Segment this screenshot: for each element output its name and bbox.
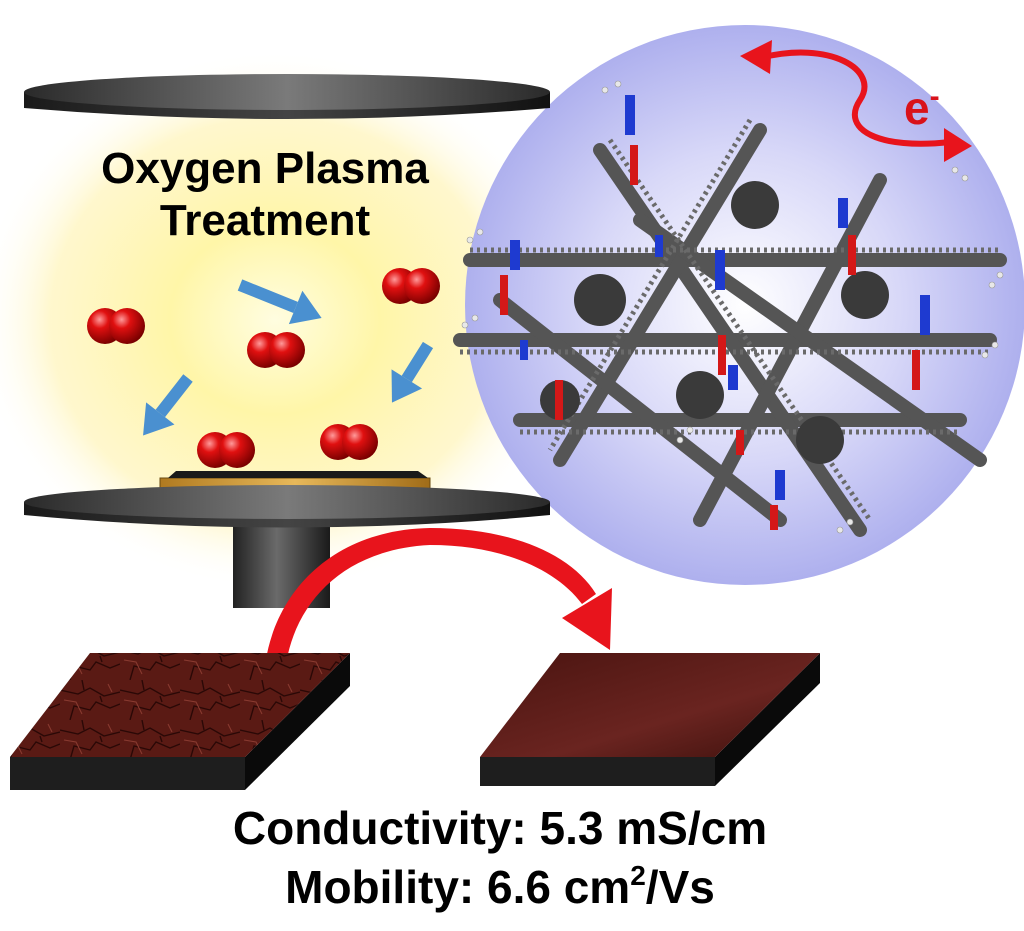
plasma-title-line-1: Oxygen Plasma [30, 143, 500, 195]
treated-film [480, 653, 820, 786]
mobility-exponent: 2 [630, 860, 646, 891]
mobility-value: Mobility: 6.6 cm2/Vs [0, 862, 1000, 910]
untreated-film [10, 653, 350, 790]
electron-label: e- [904, 82, 940, 131]
electron-symbol: e [904, 82, 930, 134]
conductivity-value: Conductivity: 5.3 mS/cm [0, 805, 1000, 851]
plasma-treatment-title: Oxygen Plasma Treatment [30, 143, 500, 247]
plasma-title-line-2: Treatment [30, 195, 500, 247]
mobility-prefix: Mobility: 6.6 cm [285, 861, 630, 913]
top-electrode [24, 74, 550, 119]
electron-charge: - [930, 80, 940, 113]
mobility-suffix: /Vs [646, 861, 715, 913]
